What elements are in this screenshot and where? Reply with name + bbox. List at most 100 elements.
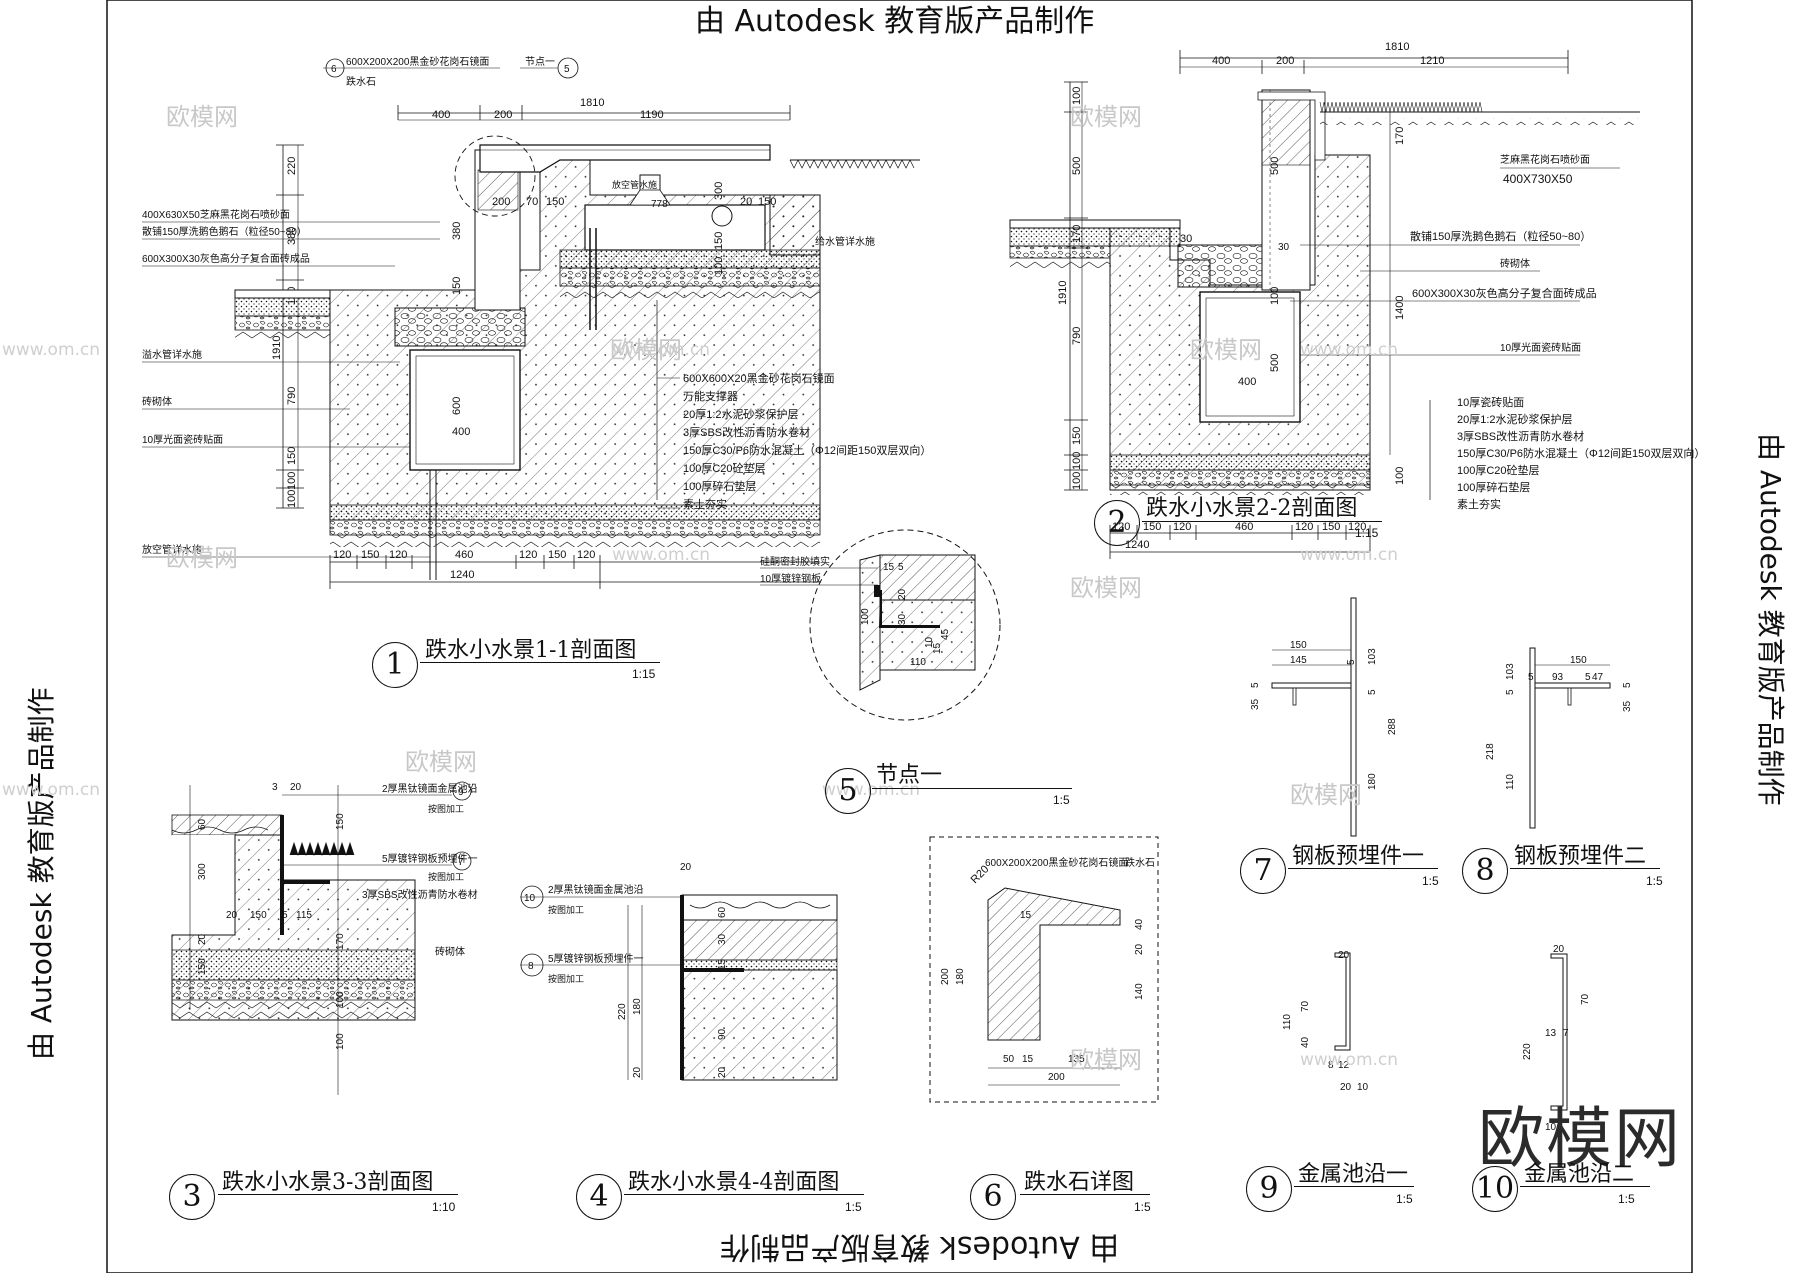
title-7-scale: 1:5 xyxy=(1422,874,1439,888)
s2-idim-100: 100 xyxy=(1269,287,1281,305)
s2-rdim-1400: 1400 xyxy=(1394,296,1406,320)
s1-idim-778: 778 xyxy=(651,199,668,210)
title-3-line xyxy=(218,1194,458,1195)
p7-dim-5c: 5 xyxy=(1367,689,1378,695)
s1-ldim-220: 220 xyxy=(286,157,298,175)
p8-dim-150: 150 xyxy=(1570,655,1587,666)
site-url-5: www.om.cn xyxy=(1300,545,1399,565)
section-3-3: 9 7 2厚黑钛镜面金属池沿 按图加工 5厚镀锌钢板预埋件一 按图加工 3厚SB… xyxy=(171,781,478,1095)
n5-dim-45: 45 xyxy=(940,628,951,640)
s2-ldim-500: 500 xyxy=(1071,157,1083,175)
s1-idim-150d: 150 xyxy=(713,232,725,250)
s1-idim-300: 300 xyxy=(713,182,725,200)
s1-tag-6: 6 xyxy=(331,64,337,75)
site-mark-6: 欧模网 xyxy=(1070,574,1142,602)
section-4-4: 10 8 2厚黑钛镜面金属池沿 按图加工 5厚镀锌钢板预埋件一 按图加工 20 … xyxy=(520,862,838,1081)
s1-bdim-2: 120 xyxy=(389,549,407,561)
p7-dim-5: 5 xyxy=(1346,659,1357,665)
title-6-scale: 1:5 xyxy=(1134,1200,1151,1214)
s6-label-1: 跌水石 xyxy=(1125,856,1155,869)
p7-dim-150: 150 xyxy=(1290,640,1307,651)
s2-legend-0: 10厚瓷砖贴面 xyxy=(1457,395,1524,409)
s1-legend: 600X600X20黑金砂花岗石镜面 万能支撑器 20厚1:2水泥砂浆保护层 3… xyxy=(657,371,931,511)
s1-label-5: 10厚光面瓷砖贴面 xyxy=(142,433,223,446)
s2-label-3: 砖砌体 xyxy=(1500,257,1530,270)
edge-10: 20 70 13 7 220 10 xyxy=(1522,944,1591,1133)
title-1-text: 跌水小水景1-1剖面图 xyxy=(425,638,637,663)
s1-label-stone: 600X200X200黑金砂花岗石镜面 xyxy=(346,55,489,68)
s4-label-0: 2厚黑钛镜面金属池沿 xyxy=(548,883,644,896)
s1-idim-70: 70 xyxy=(526,196,538,208)
s2-bdim-1: 150 xyxy=(1143,521,1161,533)
p8-dim-5b: 5 xyxy=(1528,672,1534,683)
s1-legend-3: 3厚SBS改性沥青防水卷材 xyxy=(683,425,810,439)
e9-dim-40: 40 xyxy=(1300,1036,1311,1048)
s2-idim-400: 400 xyxy=(1238,376,1256,388)
s3-dim-60: 60 xyxy=(197,818,208,830)
s4-label-2: 5厚镀锌钢板预埋件一 xyxy=(548,952,644,965)
p8-dim-93: 93 xyxy=(1552,672,1564,683)
title-6-number: 6 xyxy=(970,1174,1016,1220)
title-9-number: 9 xyxy=(1246,1166,1292,1212)
s3-dim-150b: 150 xyxy=(197,958,208,975)
s1-legend-2: 20厚1:2水泥砂浆保护层 xyxy=(683,407,799,421)
s4-tag-8: 8 xyxy=(528,961,534,972)
brand-logo-text: 欧模网 xyxy=(1478,1100,1682,1177)
s2-ldim-100: 100 xyxy=(1071,87,1083,105)
s3-dim-3: 3 xyxy=(272,782,278,793)
s1-bdim-5: 150 xyxy=(548,549,566,561)
s2-tdim-1810: 1810 xyxy=(1385,41,1409,53)
s2-legend-6: 素土夯实 xyxy=(1457,497,1501,511)
s2-ldim-790: 790 xyxy=(1071,327,1083,345)
site-mark-3: 欧模网 xyxy=(610,336,682,364)
title-4-scale: 1:5 xyxy=(845,1200,862,1214)
e9-dim-20: 20 xyxy=(1338,950,1350,961)
s1-left-labels: 400X630X50芝麻黑花岗石喷砂面 散铺150厚洗鹅色鹅石（粒径50~80）… xyxy=(142,208,440,558)
s1-idim-400: 400 xyxy=(452,426,470,438)
site-mark-7: 欧模网 xyxy=(405,748,477,776)
title-2-scale: 1:15 xyxy=(1355,526,1379,540)
s1-label-6: 放空管详水施 xyxy=(142,543,202,556)
s4-dim-15: 15 xyxy=(717,958,728,970)
s1-label-4: 砖砌体 xyxy=(142,395,172,408)
s1-idim-150: 150 xyxy=(546,196,564,208)
s1-label-node: 节点一 xyxy=(525,56,555,68)
s4-tag-10: 10 xyxy=(524,893,536,904)
plate-8: 150 93 5 47 5 218 103 5 110 35 5 xyxy=(1485,647,1633,829)
s1-dim-200: 200 xyxy=(494,109,512,121)
p7-dim-35: 35 xyxy=(1250,698,1261,710)
p8-dim-5d: 5 xyxy=(1622,682,1633,688)
n5-dim-15b: 15 xyxy=(932,642,943,654)
s6-label-0: 600X200X200黑金砂花岗石镜面 xyxy=(985,856,1128,869)
n5-label-0: 硅酮密封胶填实 xyxy=(760,555,830,568)
s2-idim-500: 500 xyxy=(1269,157,1281,175)
s2-bdim-3: 460 xyxy=(1235,521,1253,533)
s2-labels: 芝麻黑花岗石喷砂面 400X730X50 散铺150厚洗鹅色鹅石（粒径50~80… xyxy=(1290,153,1620,356)
p8-dim-5c: 5 xyxy=(1505,689,1516,695)
s4-dim-180: 180 xyxy=(632,998,643,1015)
s3-label-3: 按图加工 xyxy=(428,871,464,882)
s2-legend: 10厚瓷砖贴面 20厚1:2水泥砂浆保护层 3厚SBS改性沥青防水卷材 150厚… xyxy=(1457,395,1705,511)
autodesk-watermark-right: 由 Autodesk 教育版产品制作 xyxy=(1754,433,1787,806)
title-10-line xyxy=(1520,1186,1650,1187)
title-7-text: 钢板预埋件一 xyxy=(1292,844,1425,869)
title-2-number: 2 xyxy=(1094,500,1140,546)
p8-dim-47: 47 xyxy=(1592,672,1604,683)
autodesk-watermark-left: 由 Autodesk 教育版产品制作 xyxy=(25,687,58,1060)
title-2-text: 跌水小水景2-2剖面图 xyxy=(1146,496,1358,521)
p7-dim-103: 103 xyxy=(1367,648,1378,665)
title-4-number: 4 xyxy=(576,1174,622,1220)
title-8-scale: 1:5 xyxy=(1646,874,1663,888)
s1-bdim-3: 460 xyxy=(455,549,473,561)
n5-dim-20: 20 xyxy=(897,588,908,600)
s3-dim-20c: 20 xyxy=(197,933,208,945)
s4-dim-20: 20 xyxy=(680,862,692,873)
site-mark-9: 欧模网 xyxy=(1070,1046,1142,1074)
s6-dim-40: 40 xyxy=(1134,918,1145,930)
title-4-text: 跌水小水景4-4剖面图 xyxy=(628,1170,840,1195)
s3-dim-5: 5 xyxy=(282,910,288,921)
s6-dim-135: 135 xyxy=(1068,1054,1085,1065)
e9-dim-20b: 20 xyxy=(1340,1082,1352,1093)
s6-dim-15: 15 xyxy=(1020,910,1032,921)
autodesk-watermark-bottom: 由 Autodesk 教育版产品制作 xyxy=(720,1229,1120,1264)
